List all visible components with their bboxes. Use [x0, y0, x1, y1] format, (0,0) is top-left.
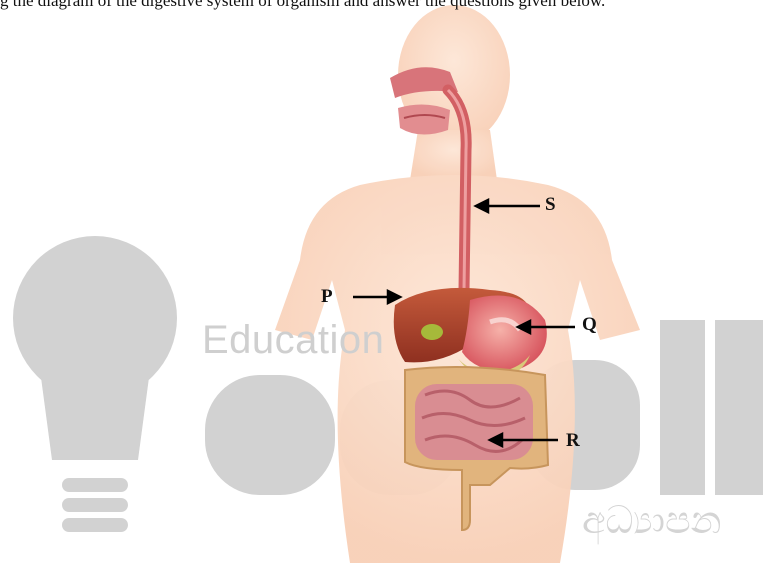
question-header-text: g the diagram of the digestive system of… [0, 0, 763, 11]
sinhala-watermark-text: අධ්‍යාපන [582, 498, 722, 543]
label-s: S [545, 194, 556, 216]
education-watermark-text: Education [202, 318, 384, 363]
bulb-watermark-icon [13, 236, 177, 532]
label-r: R [566, 430, 580, 452]
small-intestine [415, 384, 533, 460]
label-p: P [321, 286, 333, 308]
label-q: Q [582, 314, 597, 336]
gallbladder [421, 324, 443, 340]
